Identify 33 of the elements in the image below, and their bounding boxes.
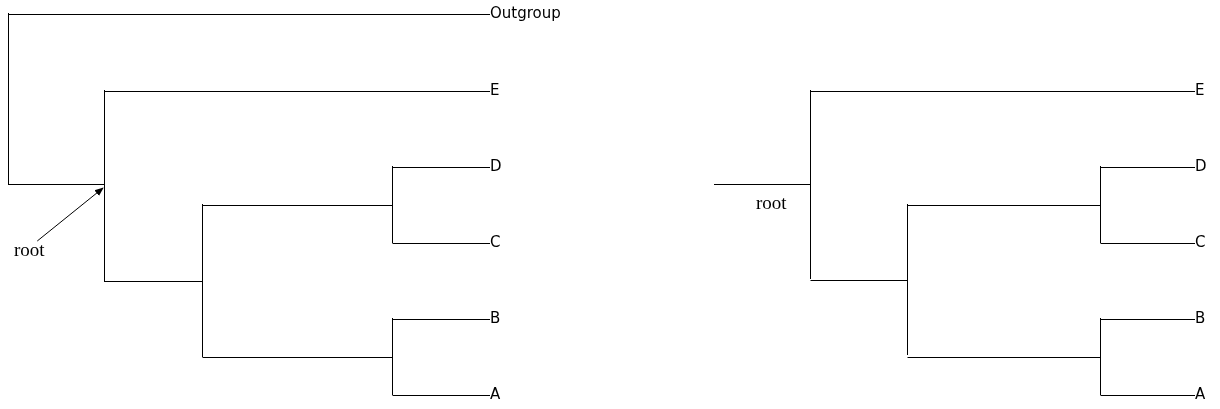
tree-branch-line — [104, 281, 203, 282]
tree-branch-line — [8, 14, 491, 15]
tree-branch-line — [1100, 395, 1196, 396]
taxon-label: C — [1195, 234, 1206, 251]
root-label: root — [14, 239, 45, 260]
taxon-label: A — [490, 386, 501, 403]
tree-branch-line — [1100, 243, 1196, 244]
tree-branch-line — [392, 243, 491, 244]
tree-branch-line — [907, 357, 1101, 358]
taxon-label: C — [490, 234, 501, 251]
tree-branch-line — [202, 205, 393, 206]
tree-branch-line — [392, 319, 491, 320]
taxon-label: Outgroup — [490, 5, 561, 22]
tree-branch-line — [1100, 319, 1196, 320]
taxon-label: B — [1195, 310, 1206, 327]
root-label: root — [756, 192, 787, 213]
tree-branch-line — [104, 91, 491, 92]
tree-branch-line — [713, 184, 811, 185]
tree-branch-line — [907, 205, 1101, 206]
taxon-label: E — [1195, 82, 1205, 99]
tree-branch-line — [810, 280, 908, 281]
taxon-label: D — [490, 158, 502, 175]
tree-branch-line — [810, 91, 1196, 92]
tree-branch-line — [202, 357, 393, 358]
tree-branch-line — [392, 167, 491, 168]
taxon-label: A — [1195, 386, 1206, 403]
tree-branch-line — [8, 184, 105, 185]
taxon-label: B — [490, 310, 501, 327]
taxon-label: E — [490, 82, 500, 99]
taxon-label: D — [1195, 158, 1207, 175]
tree-branch-line — [392, 395, 491, 396]
tree-branch-line — [1100, 167, 1196, 168]
leader-line — [36, 187, 104, 242]
